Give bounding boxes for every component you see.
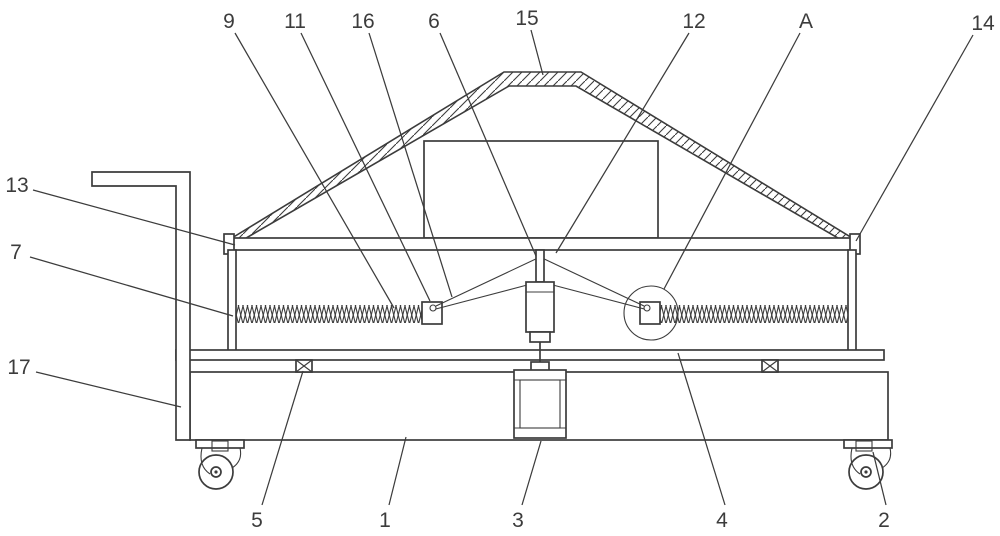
right-caster [843,439,893,490]
leader-7 [29,256,234,317]
leader-15 [530,29,544,76]
label-2: 2 [878,509,890,532]
drive-motor [513,361,567,439]
label-6: 6 [428,10,440,33]
leader-17 [35,371,182,408]
label-12: 12 [682,10,705,33]
leader-12 [555,32,690,254]
leader-2 [872,451,887,506]
left-caster [195,439,245,490]
leader-A [663,32,801,290]
label-9: 9 [223,10,235,33]
detail-circle-A [623,285,679,341]
label-16: 16 [351,10,374,33]
label-17: 17 [7,356,30,379]
label-3: 3 [512,509,524,532]
label-A: A [799,10,813,33]
leader-16 [368,32,453,298]
roof-cover [224,71,860,242]
left-slider-block [421,301,443,325]
lift-cylinder [525,249,555,372]
leader-11 [300,32,431,302]
label-13: 13 [5,174,28,197]
leader-9 [234,32,395,309]
push-handle [91,171,191,441]
left-spring [236,305,422,323]
leader-13 [32,189,236,246]
label-14: 14 [971,12,995,35]
label-5: 5 [251,509,263,532]
right-foot [761,359,779,373]
leader-4 [677,352,726,506]
leader-3 [521,440,542,506]
reference-labels: 9 11 16 6 15 12 A 14 13 7 17 5 1 3 4 2 [5,7,995,532]
support-feet [295,359,779,373]
label-4: 4 [716,509,728,532]
bottom-plate [175,349,885,361]
material-block [423,140,659,239]
leader-5 [261,370,304,506]
label-7: 7 [10,241,22,264]
left-foot [295,359,313,373]
label-15: 15 [515,7,538,30]
leader-6 [439,32,537,257]
leader-14 [855,34,974,242]
right-spring [660,305,848,323]
leader-lines [29,29,974,506]
label-1: 1 [379,509,391,532]
leader-1 [388,436,407,506]
label-11: 11 [284,10,306,33]
